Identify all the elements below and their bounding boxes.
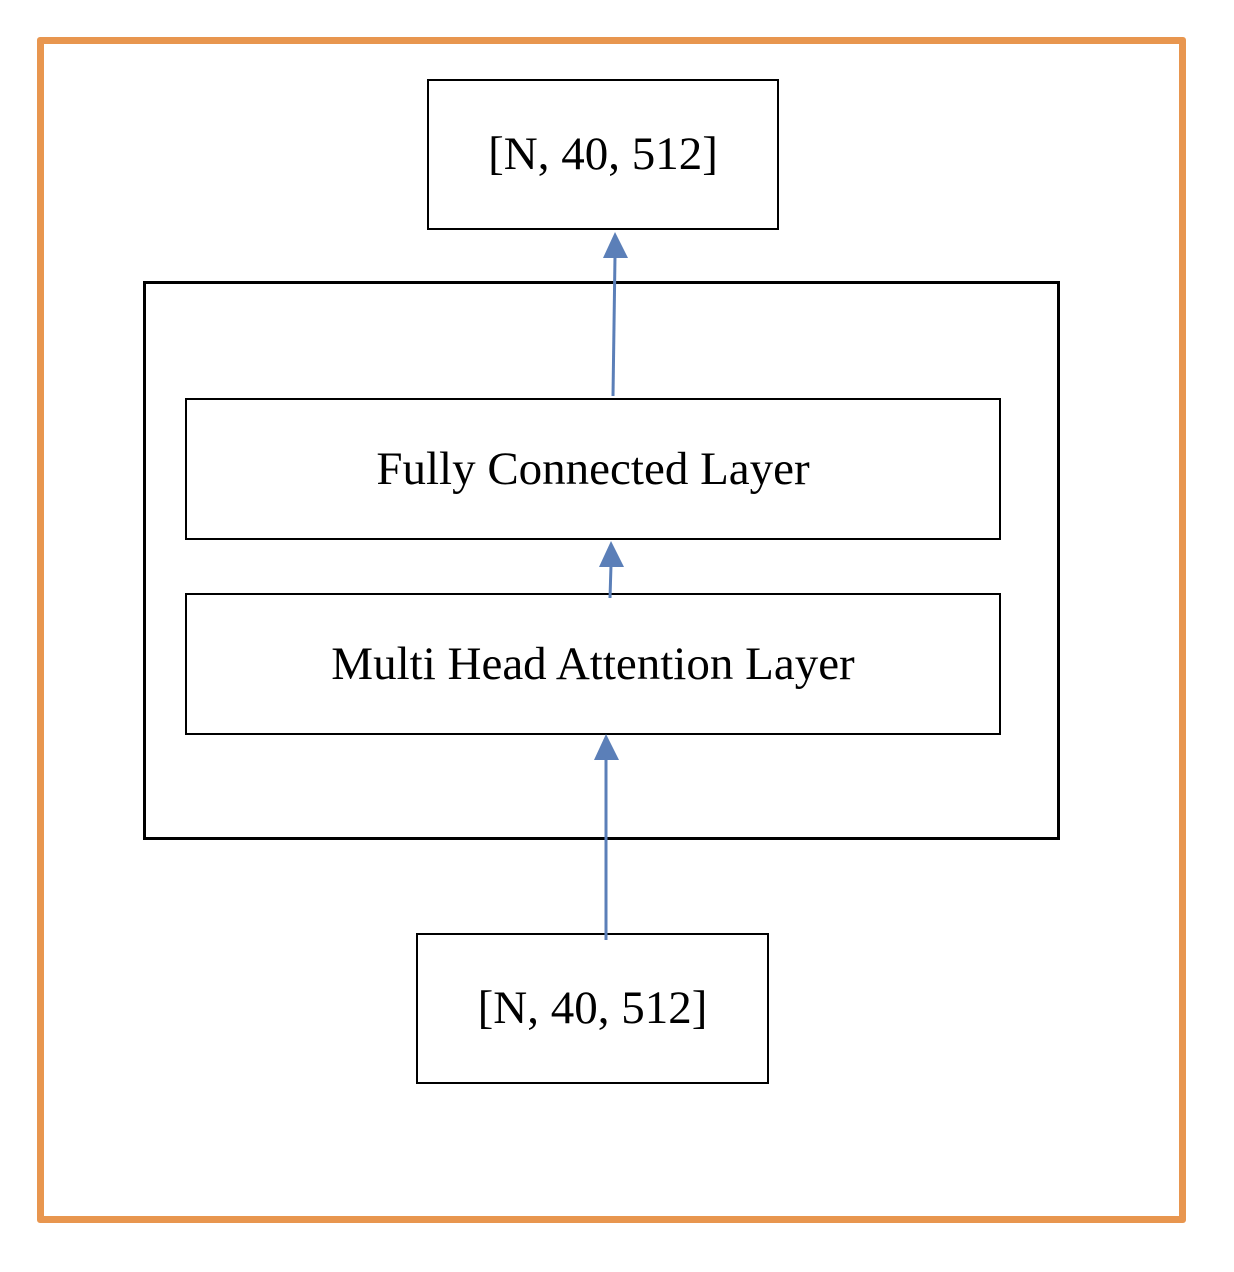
- input-shape-box: [N, 40, 512]: [416, 933, 769, 1084]
- fully-connected-layer-box: Fully Connected Layer: [185, 398, 1001, 540]
- multi-head-attention-layer-label: Multi Head Attention Layer: [331, 637, 855, 690]
- input-shape-label: [N, 40, 512]: [477, 982, 708, 1034]
- outer-frame: [37, 37, 1186, 1223]
- output-shape-label: [N, 40, 512]: [488, 128, 718, 180]
- multi-head-attention-layer-box: Multi Head Attention Layer: [185, 593, 1001, 735]
- fully-connected-layer-label: Fully Connected Layer: [376, 442, 810, 495]
- output-shape-box: [N, 40, 512]: [427, 79, 779, 230]
- encoder-block: [143, 281, 1060, 840]
